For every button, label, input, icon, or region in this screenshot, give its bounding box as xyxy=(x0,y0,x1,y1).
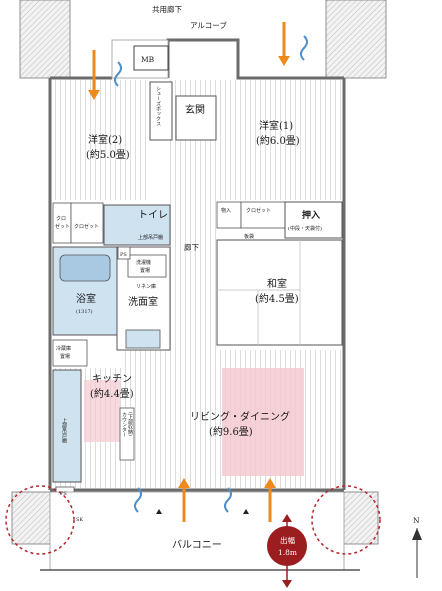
fridge-space xyxy=(52,339,88,367)
toilet-cabinet-label: 上部吊戸棚 xyxy=(138,234,163,241)
washer-label: 洗濯機 xyxy=(136,259,151,266)
ventilation-arrows xyxy=(88,22,308,522)
north-compass xyxy=(412,528,422,578)
bath-size-label: (1317) xyxy=(76,308,93,315)
red-dotted-circle-left xyxy=(5,485,75,555)
column-top-left xyxy=(19,0,71,79)
balcony-label: バルコニー xyxy=(172,539,222,551)
washitsu-name: 和室 xyxy=(267,277,287,290)
fridge-label-a: 冷蔵庫 xyxy=(56,345,71,352)
bath-label: 浴室 xyxy=(76,292,96,305)
mb-label: MB xyxy=(141,55,155,64)
western-room-1 xyxy=(217,80,342,200)
ps-lower-label: PS xyxy=(60,491,67,497)
western2-name: 洋室(2) xyxy=(88,133,122,146)
alcove-label: アルコーブ xyxy=(190,20,227,30)
western-room-2 xyxy=(53,80,147,200)
hallway-label: 廊下 xyxy=(184,242,199,252)
oshiire-sub-label: (中段・天袋付) xyxy=(288,225,322,232)
corridor-top-label: 共用廊下 xyxy=(152,4,182,14)
western1-size: (約6.0畳) xyxy=(256,134,300,147)
closet-left xyxy=(70,202,104,244)
shoes-box-label: シューズボックス xyxy=(155,86,161,126)
washer-area-label: 置場 xyxy=(140,267,150,274)
unit-walls xyxy=(48,38,346,492)
storage-right xyxy=(216,201,242,229)
washitsu-size: (約4.5畳) xyxy=(255,292,299,305)
north-label: N xyxy=(413,516,420,525)
depth-value: 1.8m xyxy=(278,548,297,557)
kitchen-counter xyxy=(52,369,82,483)
closet-small-label-a: クロ xyxy=(56,216,66,222)
oshiire-label: 押入 xyxy=(302,209,320,221)
toilet-label: トイレ xyxy=(138,210,168,221)
counter-island xyxy=(119,407,135,461)
storage-label: 物入 xyxy=(221,207,231,214)
western1-name: 洋室(1) xyxy=(259,119,293,132)
wash-basin xyxy=(125,329,161,349)
red-dotted-circle-right xyxy=(311,485,381,555)
ps-box-upper xyxy=(117,246,131,260)
column-top-right xyxy=(325,0,387,79)
ps-upper-label: PS xyxy=(120,252,127,258)
kitchen-name: キッチン xyxy=(92,373,132,385)
kitchen-highlight xyxy=(84,380,120,442)
sk-label: SK xyxy=(76,517,83,523)
closet-label: クロゼット xyxy=(74,223,99,230)
board-label: 板袋 xyxy=(244,233,254,240)
entrance-floor xyxy=(175,95,217,141)
shoes-box-area xyxy=(149,81,173,141)
entrance-label: 玄関 xyxy=(185,103,205,116)
living-name: リビング・ダイニング xyxy=(190,410,290,423)
kitchen-cabinet-label: 上部吊戸棚 xyxy=(61,417,67,444)
washitsu xyxy=(216,239,343,346)
washer-area xyxy=(127,254,167,278)
western2-size: (約5.0畳) xyxy=(86,148,130,161)
living-highlight xyxy=(222,368,304,476)
closet-right xyxy=(240,201,286,229)
closet-small-label-b: ゼット xyxy=(55,223,70,230)
closet-right-label: クロゼット xyxy=(246,207,271,214)
counter-sub-label: (下部収納) xyxy=(127,412,134,436)
depth-badge xyxy=(267,526,307,566)
living-size: (約9.6畳) xyxy=(209,425,253,438)
closet-left-small xyxy=(52,202,72,244)
kitchen-size: (約4.4畳) xyxy=(90,387,134,400)
counter-label: カウンター xyxy=(121,412,127,437)
tatami-lines xyxy=(217,240,301,345)
bathtub xyxy=(59,254,111,282)
oshiire-box xyxy=(284,201,343,239)
fridge-label-b: 置場 xyxy=(60,353,70,360)
mb-box xyxy=(133,45,169,71)
washroom-label: 洗面室 xyxy=(128,295,158,308)
depth-label: 出幅 xyxy=(280,535,295,545)
linen-label: リネン庫 xyxy=(136,283,156,290)
toilet-room xyxy=(103,204,171,246)
